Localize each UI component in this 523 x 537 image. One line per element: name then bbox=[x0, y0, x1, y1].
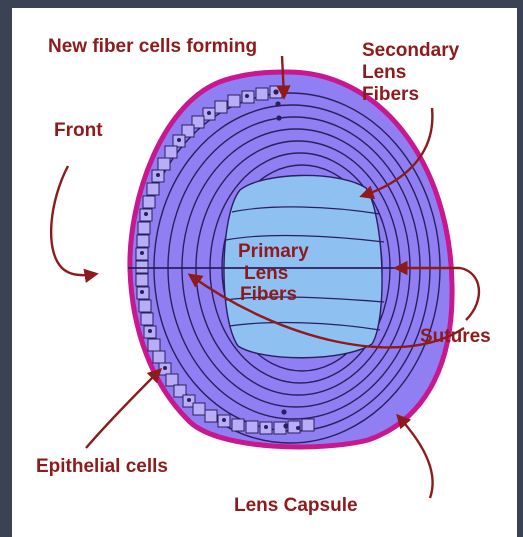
label-primary-line2: Lens bbox=[244, 263, 288, 284]
label-epithelial-cells: Epithelial cells bbox=[36, 456, 168, 477]
label-front: Front bbox=[54, 120, 103, 141]
label-secondary-line3: Fibers bbox=[362, 84, 419, 105]
label-secondary-line2: Lens bbox=[362, 62, 406, 83]
label-primary-line3: Fibers bbox=[240, 284, 297, 305]
label-lens-capsule: Lens Capsule bbox=[234, 495, 358, 516]
label-new-fiber-cells: New fiber cells forming bbox=[48, 36, 257, 57]
label-sutures: Sutures bbox=[420, 326, 491, 347]
label-primary-line1: Primary bbox=[238, 241, 309, 262]
label-secondary-line1: Secondary bbox=[362, 40, 460, 61]
